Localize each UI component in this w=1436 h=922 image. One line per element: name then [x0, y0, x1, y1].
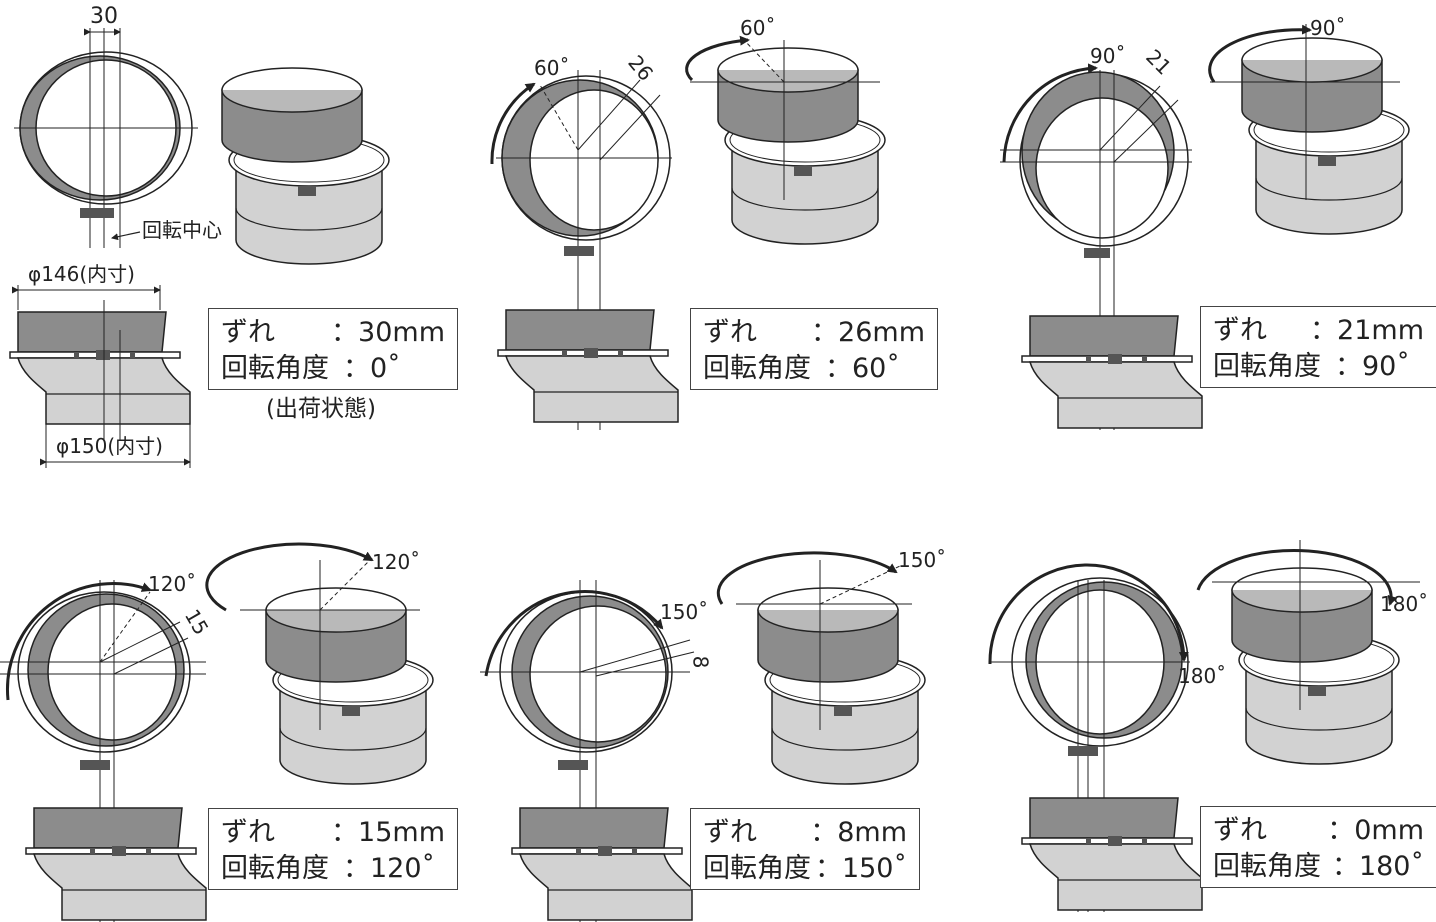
angle-value: ：0˚ [343, 353, 401, 384]
shift-value: ：30mm [331, 317, 445, 348]
info-box-180deg: ずれ ：0mm 回転角度 ：180˚ [1200, 806, 1436, 888]
shift-label: ずれ [221, 317, 275, 348]
inner-dim-146: φ146(内寸) [28, 262, 135, 286]
shift-value: ：21mm [1310, 315, 1424, 346]
angle-label: 回転角度 [1213, 351, 1321, 382]
panel-120deg [0, 542, 434, 922]
shift-label: ずれ [703, 817, 757, 848]
angle-label: 回転角度 [221, 853, 329, 884]
angle-label-150: 150˚ [660, 600, 709, 624]
angle-label-60: 60˚ [534, 56, 570, 80]
angle-label-120: 120˚ [148, 572, 197, 596]
offset-dim-8: 8 [688, 655, 713, 669]
shift-value: ：26mm [811, 317, 925, 348]
angle-label: 回転角度 [703, 353, 811, 384]
info-box-90deg: ずれ ：21mm 回転角度 ：90˚ [1200, 306, 1436, 388]
shift-value: ：0mm [1327, 815, 1424, 846]
angle-label-90-persp: 90˚ [1310, 16, 1346, 40]
shift-label: ずれ [1213, 315, 1267, 346]
info-box-120deg: ずれ ：15mm 回転角度 ：120˚ [208, 808, 458, 890]
panel-60deg [490, 35, 886, 430]
angle-value: ：120˚ [343, 853, 436, 884]
angle-value: ：90˚ [1335, 351, 1410, 382]
angle-value: ：150˚ [814, 853, 907, 884]
angle-label-150-persp: 150˚ [898, 548, 947, 572]
shift-label: ずれ [703, 317, 757, 348]
shift-value: ：8mm [810, 817, 907, 848]
info-box-0deg: ずれ ：30mm 回転角度 ：0˚ [208, 308, 458, 390]
shift-value: ：15mm [331, 817, 445, 848]
panel-0deg [9, 28, 390, 468]
panel-180deg [988, 540, 1420, 912]
angle-label-60-persp: 60˚ [740, 16, 776, 40]
shift-label: ずれ [1213, 815, 1267, 846]
shift-label: ずれ [221, 817, 275, 848]
info-box-60deg: ずれ ：26mm 回転角度 ：60˚ [690, 308, 938, 390]
offset-dim-0: 30 [90, 4, 118, 29]
angle-value: ：180˚ [1331, 851, 1424, 882]
angle-label: 回転角度 [221, 353, 329, 384]
panel-150deg [480, 551, 926, 922]
angle-label-90: 90˚ [1090, 44, 1126, 68]
angle-label-180-persp: 180˚ [1380, 592, 1429, 616]
angle-label-180: 180˚ [1178, 664, 1227, 688]
angle-label: 回転角度 [1213, 851, 1321, 882]
shipping-state-note: (出荷状態) [266, 396, 376, 422]
angle-label-120-persp: 120˚ [372, 550, 421, 574]
panel-90deg [1000, 24, 1410, 430]
info-box-150deg: ずれ ：8mm 回転角度：150˚ [690, 808, 920, 890]
inner-dim-150: φ150(内寸) [56, 434, 163, 458]
rotation-center-label: 回転中心 [142, 218, 222, 242]
angle-value: ：60˚ [825, 353, 900, 384]
angle-label: 回転角度 [703, 853, 811, 884]
